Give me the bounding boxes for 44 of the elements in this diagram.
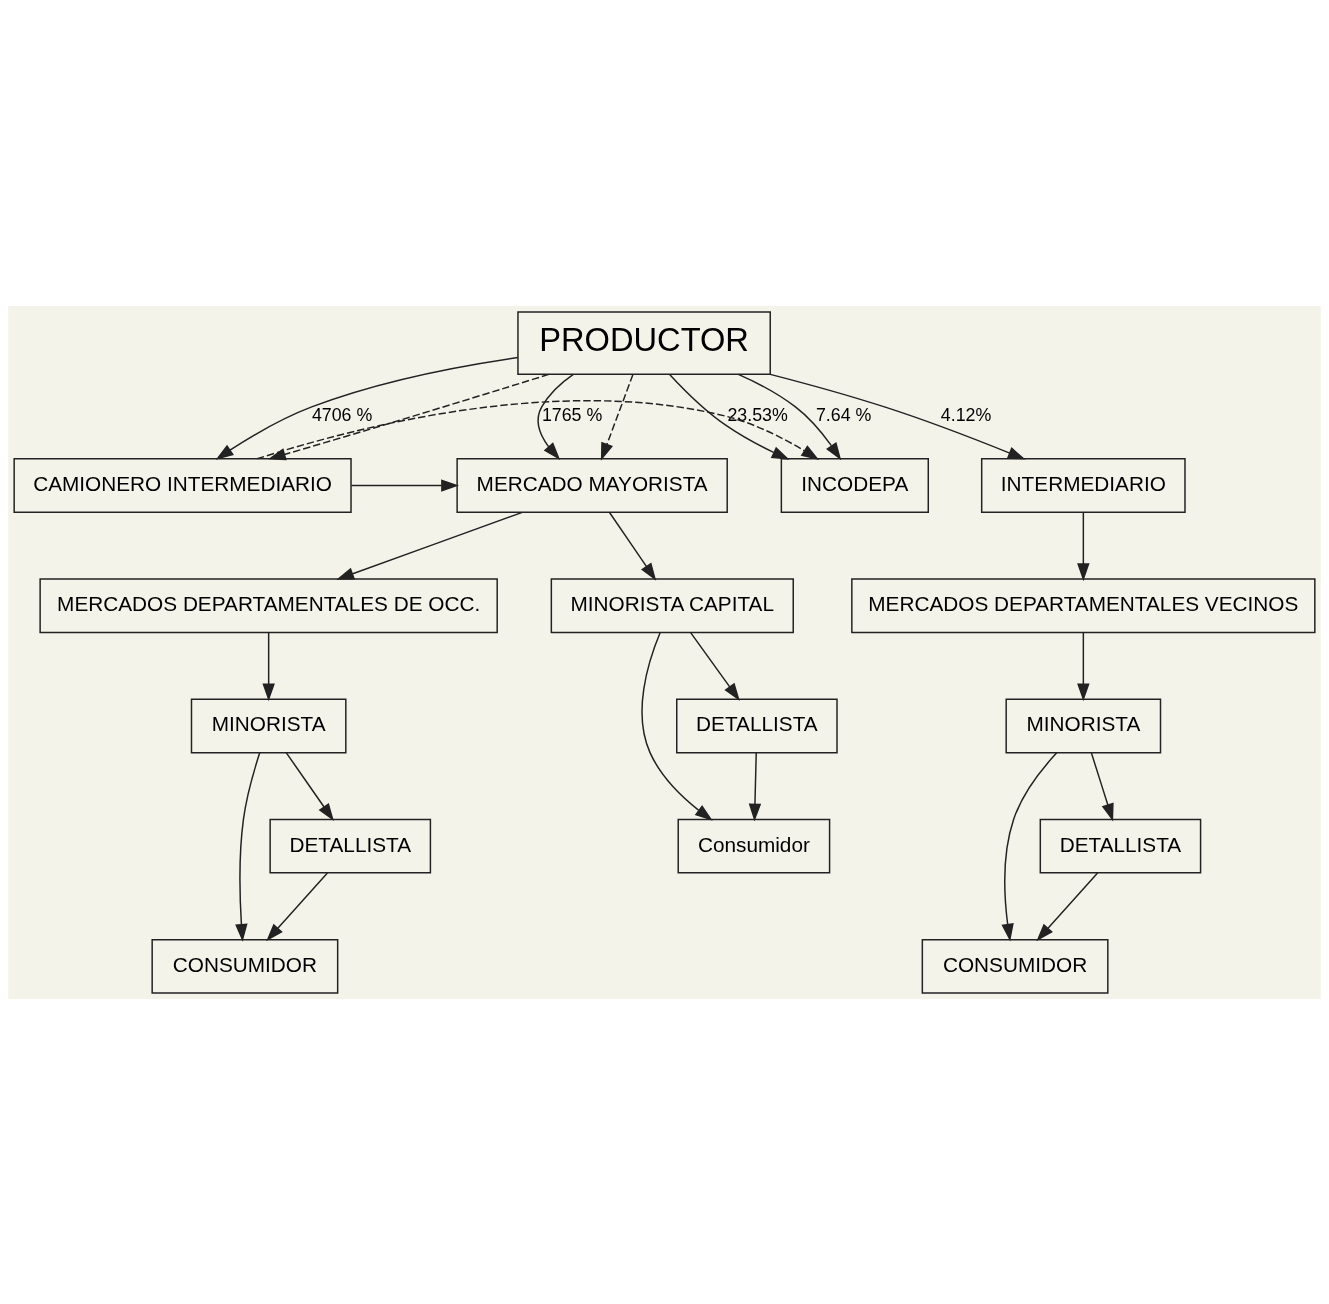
arrow bbox=[336, 511, 524, 580]
arrow bbox=[256, 399, 820, 460]
node-box: MINORISTA bbox=[190, 698, 347, 753]
edge-label: 1765 % bbox=[541, 404, 603, 425]
node-box: CAMIONERO INTERMEDIARIO bbox=[13, 457, 352, 513]
node-box: DETALLISTA bbox=[269, 818, 432, 874]
arrow bbox=[1036, 871, 1099, 941]
node-box: MERCADOS DEPARTAMENTALES VECINOS bbox=[851, 577, 1316, 633]
arrow bbox=[1077, 631, 1090, 701]
arrow bbox=[748, 751, 762, 821]
edge-label: 23.53% bbox=[727, 404, 788, 425]
arrow bbox=[350, 478, 459, 492]
arrow bbox=[215, 356, 519, 460]
node-box: CONSUMIDOR bbox=[921, 938, 1109, 994]
arrow bbox=[285, 751, 334, 821]
node-box: CONSUMIDOR bbox=[151, 938, 339, 994]
arrow bbox=[668, 373, 790, 460]
arrow bbox=[769, 373, 1026, 460]
edge-label: 4706 % bbox=[311, 404, 373, 425]
arrow bbox=[641, 631, 713, 821]
arrow bbox=[1077, 511, 1090, 581]
arrow bbox=[262, 631, 275, 701]
edge-label: 4.12% bbox=[940, 404, 992, 425]
node-box: INCODEPA bbox=[780, 457, 929, 513]
node-box: INTERMEDIARIO bbox=[980, 457, 1186, 513]
arrow bbox=[689, 631, 740, 701]
node-box: PRODUCTOR bbox=[517, 310, 771, 375]
arrow bbox=[537, 373, 575, 460]
arrow bbox=[608, 511, 657, 581]
arrow bbox=[1001, 751, 1058, 942]
arrow bbox=[267, 373, 550, 460]
node-box: MINORISTA CAPITAL bbox=[550, 577, 794, 633]
node-box: MERCADO MAYORISTA bbox=[456, 457, 728, 513]
node-box: MINORISTA bbox=[1005, 698, 1162, 753]
node-box: DETALLISTA bbox=[676, 698, 838, 753]
node-box: Consumidor bbox=[677, 818, 831, 874]
arrow bbox=[235, 751, 261, 942]
node-box: MERCADOS DEPARTAMENTALES DE OCC. bbox=[39, 577, 498, 633]
arrow bbox=[1090, 751, 1114, 821]
edge-label: 7.64 % bbox=[815, 404, 872, 425]
arrow bbox=[737, 373, 842, 460]
node-box: DETALLISTA bbox=[1039, 818, 1202, 874]
arrow bbox=[266, 871, 329, 941]
arrow bbox=[600, 373, 634, 461]
